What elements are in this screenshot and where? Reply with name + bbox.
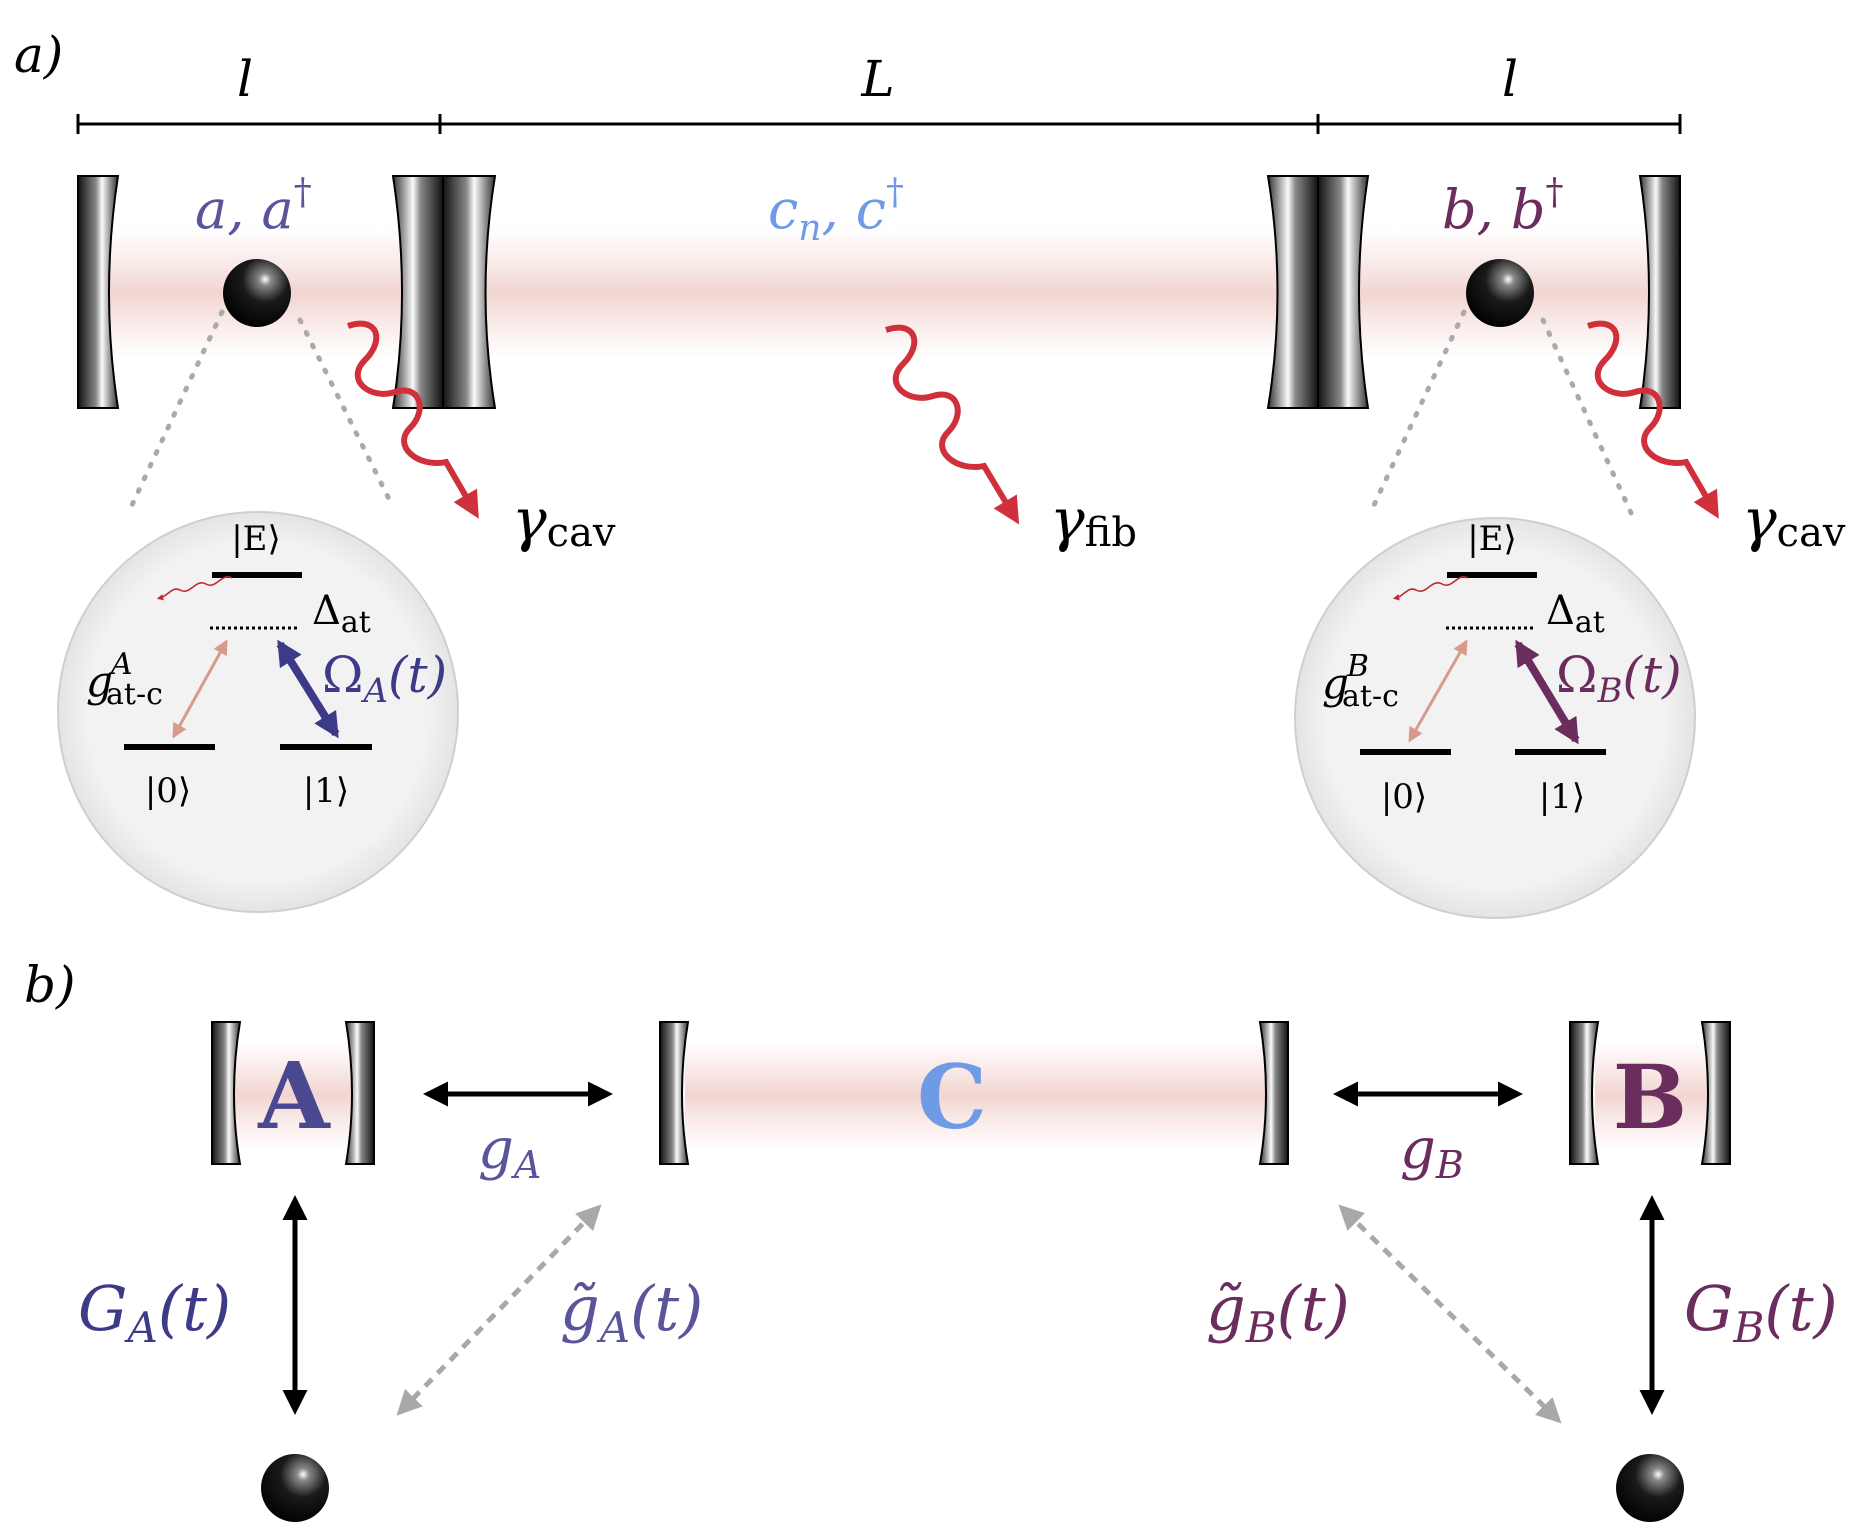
gamma-cav-a-label: γcav — [512, 486, 616, 556]
mirror-b-right — [1638, 175, 1681, 409]
cavity-a-mirror-left — [211, 1021, 242, 1165]
panel-b: b) A C B gA gB GA(t) GB(t) — [24, 956, 1838, 1522]
inset-a-circle — [57, 511, 459, 913]
drive-arrow-b — [1514, 639, 1580, 745]
tilde-g-a-arrow — [396, 1204, 602, 1416]
coupling-sub-a: at-c — [106, 677, 163, 712]
mirror-a-left — [77, 175, 120, 409]
fiber-end-right — [1266, 175, 1319, 409]
panel-a: a) l L l a, a† cn, c† — [14, 26, 1846, 919]
cavity-b-mirror-right — [1700, 1021, 1731, 1165]
cavity-coupling-arrow-a — [172, 639, 228, 739]
fiber-end-left — [442, 175, 497, 409]
atom-b-sphere — [1466, 259, 1534, 327]
length-right-label: l — [1502, 50, 1518, 108]
coupling-b-label: gB — [1400, 1117, 1464, 1187]
atom-a-sphere — [223, 259, 291, 327]
cavity-c-mirror-right — [1258, 1021, 1289, 1165]
cavity-b-loss-arrow — [1587, 320, 1719, 519]
cavity-b-box-beam — [1595, 1040, 1720, 1150]
level-1-label-b: |1⟩ — [1539, 777, 1585, 817]
drive-arrow-a — [276, 639, 340, 739]
tilde-g-b-label: g̃B(t) — [1206, 1272, 1350, 1352]
atom-b-node — [1616, 1454, 1684, 1522]
big-g-b-label: GB(t) — [1684, 1272, 1838, 1352]
atom-a-node — [261, 1454, 329, 1522]
gamma-cav-b-label: γcav — [1742, 486, 1846, 556]
cavity-a-label: A — [257, 1042, 331, 1150]
coupling-sub-b: at-c — [1342, 679, 1399, 714]
spontaneous-decay-b — [1392, 575, 1469, 601]
big-g-a-label: GA(t) — [78, 1272, 231, 1352]
coupling-a-label: gA — [478, 1117, 541, 1187]
fiber-beam — [470, 228, 1280, 358]
mode-b-label: b, b† — [1442, 172, 1563, 241]
inset-b-circle — [1294, 517, 1696, 919]
mirror-a-right — [391, 175, 444, 409]
mirror-b-left — [1317, 175, 1370, 409]
drive-label-b: ΩB(t) — [1556, 646, 1682, 711]
drive-label-a: ΩA(t) — [322, 646, 447, 711]
cavity-a-mirror-right — [344, 1021, 375, 1165]
level-0-label-b: |0⟩ — [1381, 777, 1427, 817]
fiber-loss-arrow — [885, 324, 1020, 525]
level-diagram-a: |E⟩ Δat |0⟩ |1⟩ gA at-c ΩA(t) — [57, 511, 459, 913]
level-0-label-a: |0⟩ — [145, 771, 191, 811]
cavity-c-box-beam — [685, 1040, 1265, 1150]
panel-b-label: b) — [24, 956, 76, 1014]
gamma-fib-label: γfib — [1050, 486, 1137, 556]
cavity-b-mirror-left — [1569, 1021, 1600, 1165]
cavity-coupling-arrow-b — [1408, 639, 1468, 743]
mode-a-label: a, a† — [195, 172, 312, 241]
detuning-label-a: Δat — [312, 588, 371, 640]
cavity-a-box-beam — [222, 1040, 352, 1150]
cavity-c-mirror-left — [659, 1021, 690, 1165]
spontaneous-decay-a — [156, 575, 233, 601]
cavity-b-label: B — [1613, 1045, 1687, 1149]
level-diagram-b: |E⟩ Δat |0⟩ |1⟩ gB at-c ΩB(t) — [1294, 517, 1696, 919]
level-1-label-a: |1⟩ — [303, 771, 349, 811]
cavity-a-loss-arrow — [347, 320, 479, 519]
panel-a-label: a) — [14, 26, 63, 84]
mode-c-label: cn, c† — [768, 172, 904, 249]
length-left-label: l — [237, 50, 253, 108]
dimension-bar — [76, 114, 1682, 134]
coupling-label-b: gB — [1322, 649, 1369, 708]
tilde-g-a-label: g̃A(t) — [560, 1272, 703, 1352]
cavity-c-label: C — [917, 1045, 987, 1149]
level-e-label-b: |E⟩ — [1467, 519, 1517, 559]
zoom-line-a-right — [297, 317, 395, 508]
coupling-label-a: gA — [86, 647, 133, 706]
detuning-label-b: Δat — [1546, 588, 1605, 640]
length-center-label: L — [860, 50, 894, 108]
level-e-label-a: |E⟩ — [231, 519, 281, 559]
tilde-g-b-arrow — [1338, 1204, 1562, 1424]
